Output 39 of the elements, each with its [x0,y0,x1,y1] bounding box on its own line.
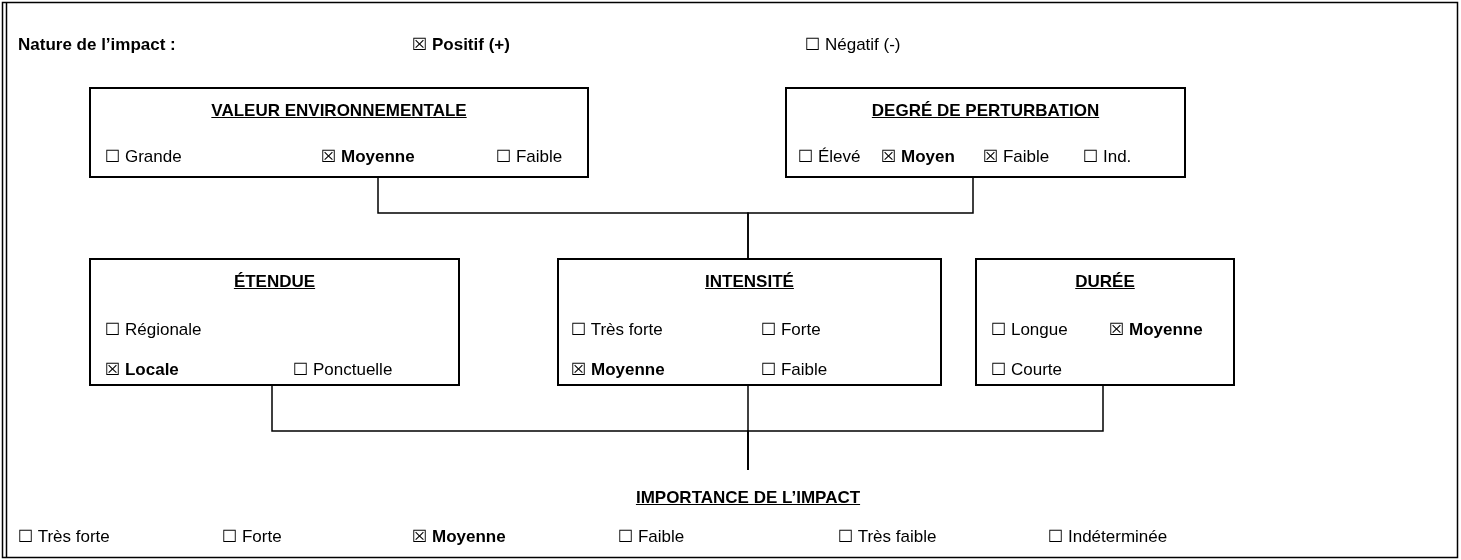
checkbox-option: ☐ Élevé [798,147,861,167]
checkbox-option: ☐ Très faible [838,527,937,547]
checkbox-option: ☒ Moyenne [1109,320,1203,340]
checkbox-option: ☒ Positif (+) [412,35,510,55]
section-heading: DURÉE [1075,272,1135,292]
checkbox-option: ☒ Moyenne [571,360,665,380]
checkbox-option: ☐ Indéterminée [1048,527,1168,547]
checkbox-option: ☐ Longue [991,320,1068,340]
checkbox-option: ☐ Ind. [1083,147,1132,167]
checkbox-option: ☒ Moyen [881,147,955,167]
checkbox-option: ☐ Forte [761,320,821,340]
connector-line [747,177,974,259]
checkbox-option: ☐ Forte [222,527,282,547]
checkbox-option: ☒ Locale [105,360,179,380]
checkbox-option: ☐ Courte [991,360,1062,380]
checkbox-option: ☐ Grande [105,147,182,167]
checkbox-option: ☐ Faible [618,527,685,547]
checkbox-option: ☒ Moyenne [321,147,415,167]
checkbox-option: ☐ Régionale [105,320,202,340]
criteria-box [89,87,589,178]
checkbox-option: ☐ Faible [496,147,563,167]
criteria-box [557,258,942,386]
connector-line [747,385,1104,471]
checkbox-option: ☒ Moyenne [412,527,506,547]
section-heading: ÉTENDUE [233,272,316,292]
section-heading: VALEUR ENVIRONNEMENTALE [211,101,467,121]
checkbox-option: ☐ Ponctuelle [293,360,393,380]
checkbox-option: ☐ Négatif (-) [805,35,901,55]
criteria-box [785,87,1186,178]
checkbox-option: ☐ Faible [761,360,828,380]
section-heading: DEGRÉ DE PERTURBATION [871,101,1100,121]
field-label: Nature de l’impact : [18,35,176,55]
criteria-box [89,258,460,386]
section-heading: INTENSITÉ [705,272,794,292]
checkbox-option: ☒ Faible [983,147,1050,167]
section-heading: IMPORTANCE DE L’IMPACT [635,488,861,508]
criteria-box [975,258,1235,386]
checkbox-option: ☐ Très forte [18,527,110,547]
checkbox-option: ☐ Très forte [571,320,663,340]
